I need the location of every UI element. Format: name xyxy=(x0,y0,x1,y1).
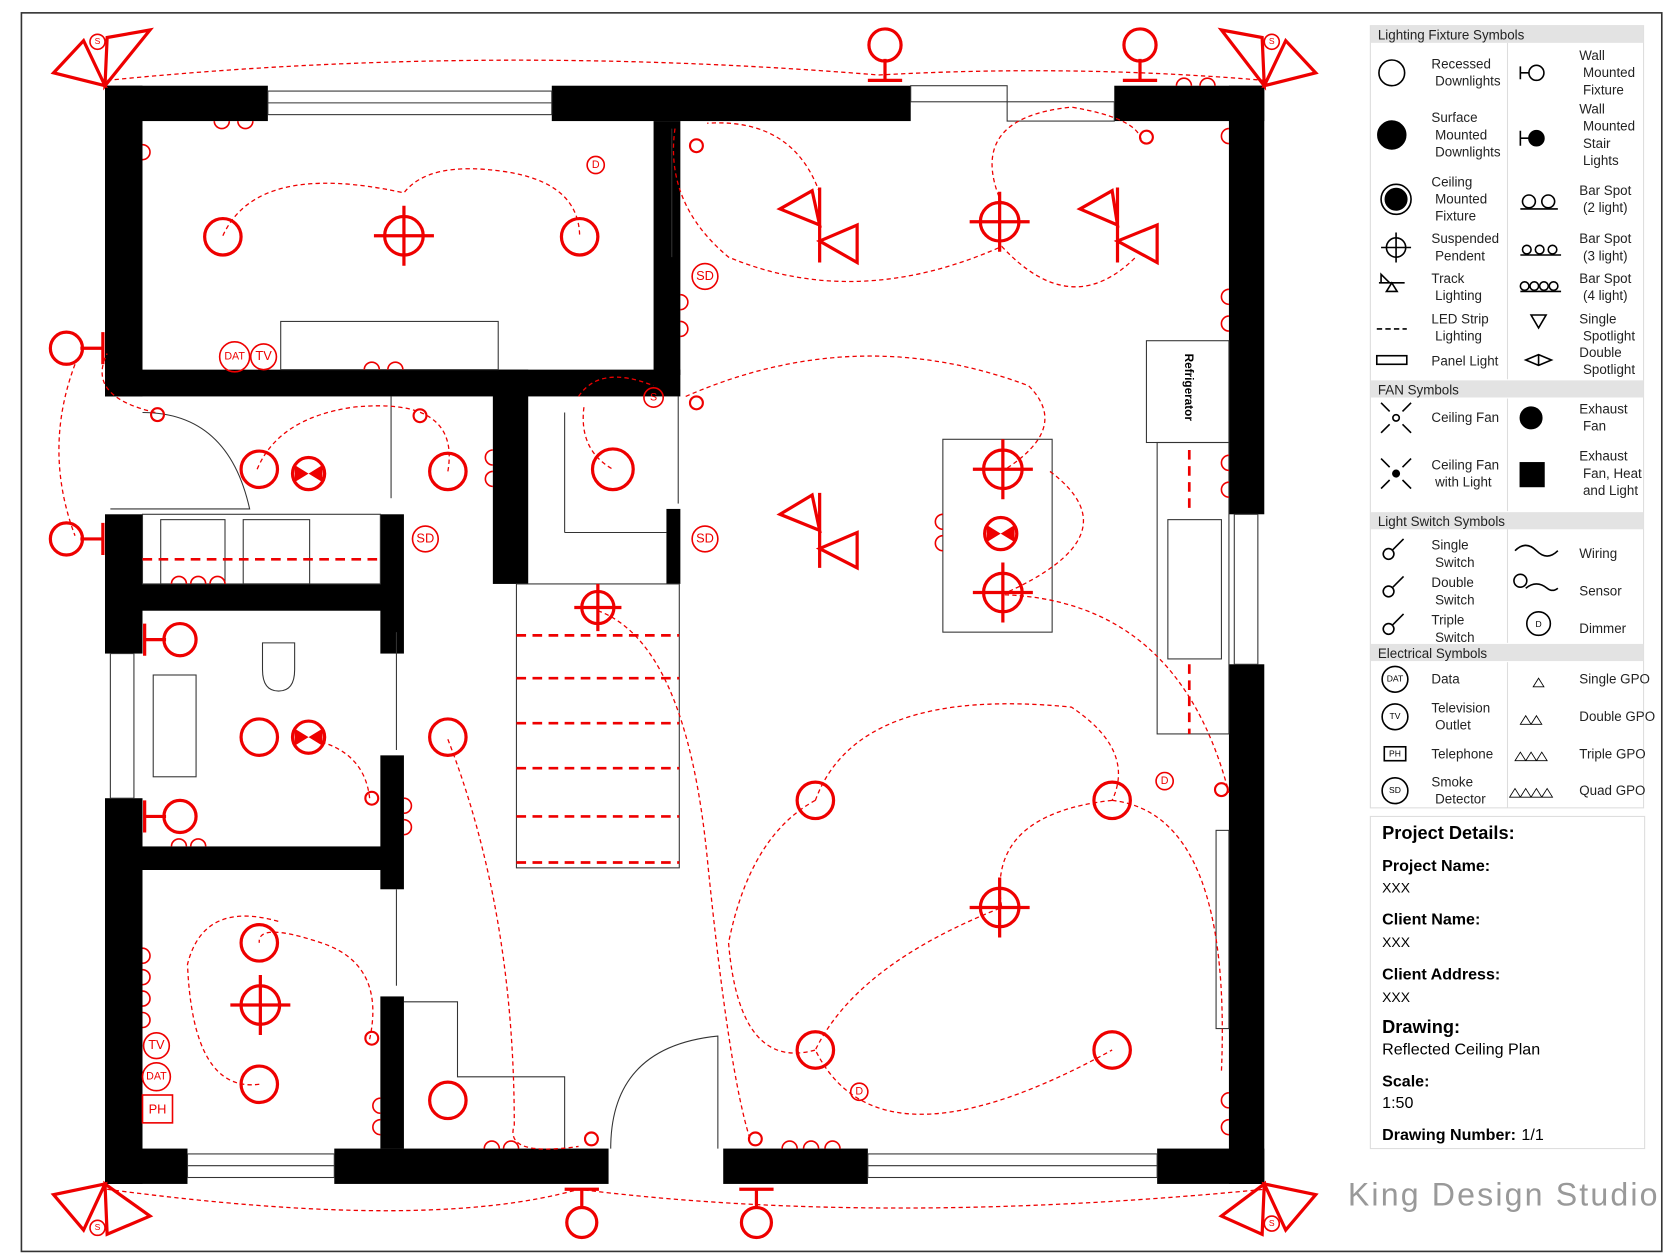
legend-lighting-title: Lighting Fixture Symbols xyxy=(1378,28,1525,43)
svg-text:D: D xyxy=(1535,619,1541,629)
legend-icons xyxy=(1375,59,1562,805)
drawing-value: Reflected Ceiling Plan xyxy=(1382,1040,1540,1058)
project-details-heading: Project Details: xyxy=(1382,823,1515,843)
gpo-outlets xyxy=(142,77,1230,1149)
legend-label: Triple GPO xyxy=(1579,747,1645,762)
client-address-value: XXX xyxy=(1382,989,1410,1005)
scale-label: Scale: xyxy=(1382,1072,1429,1090)
drawing-label: Drawing: xyxy=(1382,1017,1460,1037)
legend-label: Bar Spot (4 light) xyxy=(1579,271,1631,303)
legend-label: Quad GPO xyxy=(1579,783,1645,798)
client-name-value: XXX xyxy=(1382,934,1410,950)
legend-electrical-title: Electrical Symbols xyxy=(1378,646,1488,661)
legend-label: Ceiling Mounted Fixture xyxy=(1431,174,1487,223)
legend-switch-title: Light Switch Symbols xyxy=(1378,514,1505,529)
dimmer-label: D xyxy=(592,159,600,171)
legend-label: Wiring xyxy=(1579,546,1617,561)
electrical-markers: SD SD SD DAT TV TV DAT PH D D D S S S S … xyxy=(89,33,1281,1237)
legend-label: Ceiling Fan with Light xyxy=(1431,457,1499,489)
recessed-downlights xyxy=(203,216,1132,1121)
svg-text:PH: PH xyxy=(1389,749,1401,759)
drawing-frame xyxy=(20,12,1663,1253)
smoke-detector-label: SD xyxy=(416,530,434,545)
smoke-detector-label: SD xyxy=(696,268,714,283)
legend-label: Double Spotlight xyxy=(1579,345,1635,377)
legend-label: Bar Spot (3 light) xyxy=(1579,231,1631,263)
legend-label: Recessed Downlights xyxy=(1431,57,1500,89)
smoke-detector-label: SD xyxy=(696,530,714,545)
legend-label: Track Lighting xyxy=(1431,271,1482,303)
client-name-label: Client Name: xyxy=(1382,911,1480,929)
scale-value: 1:50 xyxy=(1382,1094,1413,1112)
legend-label: Dimmer xyxy=(1579,621,1626,636)
sensor-label: S xyxy=(1269,1218,1275,1228)
data-outlet-label: DAT xyxy=(146,1071,167,1083)
sensor-label: S xyxy=(650,391,657,403)
tv-outlet-label: TV xyxy=(148,1037,165,1052)
sensor-label: S xyxy=(95,36,101,46)
legend-label: Sensor xyxy=(1579,584,1622,599)
legend-label: Exhaust Fan xyxy=(1579,402,1628,434)
legend-label: Bar Spot (2 light) xyxy=(1579,183,1631,215)
legend-label: Telephone xyxy=(1431,747,1493,762)
svg-text:SD: SD xyxy=(1389,785,1401,795)
legend-label: Panel Light xyxy=(1431,353,1498,368)
legend-label: Smoke Detector xyxy=(1431,774,1486,806)
legend: Lighting Fixture Symbols FAN Symbols Lig… xyxy=(1369,25,1655,809)
legend-label: Single GPO xyxy=(1579,672,1650,687)
project-name-value: XXX xyxy=(1382,880,1410,896)
stair-led-strips xyxy=(142,450,1191,864)
legend-label: LED Strip Lighting xyxy=(1431,312,1488,344)
legend-label: Television Outlet xyxy=(1431,701,1490,733)
legend-label: Single Switch xyxy=(1431,538,1474,570)
refrigerator-label: Refrigerator xyxy=(1182,354,1195,422)
legend-fan-title: FAN Symbols xyxy=(1378,382,1459,397)
svg-text:TV: TV xyxy=(1390,711,1401,721)
wall-mounted-fixtures xyxy=(48,27,1158,1240)
legend-label: Surface Mounted Downlights xyxy=(1431,110,1500,159)
data-outlet-label: DAT xyxy=(224,351,245,363)
dimmer-label: D xyxy=(855,1086,863,1098)
project-name-label: Project Name: xyxy=(1382,857,1490,875)
sensor-label: S xyxy=(1269,36,1275,46)
wiring xyxy=(58,59,1265,1212)
sensor-label: S xyxy=(95,1222,101,1232)
tv-outlet-label: TV xyxy=(255,348,272,363)
walls xyxy=(105,85,1265,1184)
legend-label: Ceiling Fan xyxy=(1431,410,1499,425)
legend-label: Wall Mounted Fixture xyxy=(1579,48,1635,97)
brand-logo-text: King Design Studio xyxy=(1348,1176,1660,1212)
suspended-pendants xyxy=(230,191,1033,1035)
drawing-number-label: Drawing Number: xyxy=(1382,1126,1516,1144)
legend-label: Double Switch xyxy=(1431,575,1474,607)
client-address-label: Client Address: xyxy=(1382,965,1500,983)
svg-text:DAT: DAT xyxy=(1387,674,1404,684)
exhaust-fans xyxy=(290,455,1019,755)
switches xyxy=(150,129,1229,1147)
legend-label: Data xyxy=(1431,672,1460,687)
legend-label: Double GPO xyxy=(1579,709,1655,724)
windows-and-joinery xyxy=(109,85,1259,1179)
legend-label: Suspended Pendent xyxy=(1431,231,1499,263)
legend-label: Single Spotlight xyxy=(1579,312,1635,344)
legend-label: Exhaust Fan, Heat and Light xyxy=(1579,449,1642,498)
project-details: Project Details: Project Name: XXX Clien… xyxy=(1369,815,1646,1150)
double-spotlights xyxy=(50,27,1319,1237)
drawing-number-value: 1/1 xyxy=(1521,1126,1543,1144)
telephone-label: PH xyxy=(149,1101,167,1116)
legend-label: Wall Mounted Stair Lights xyxy=(1579,102,1635,168)
legend-icon-labels: D DAT TV PH SD xyxy=(1387,619,1542,795)
legend-label: Triple Switch xyxy=(1431,613,1474,645)
dimmer-label: D xyxy=(1161,775,1169,787)
